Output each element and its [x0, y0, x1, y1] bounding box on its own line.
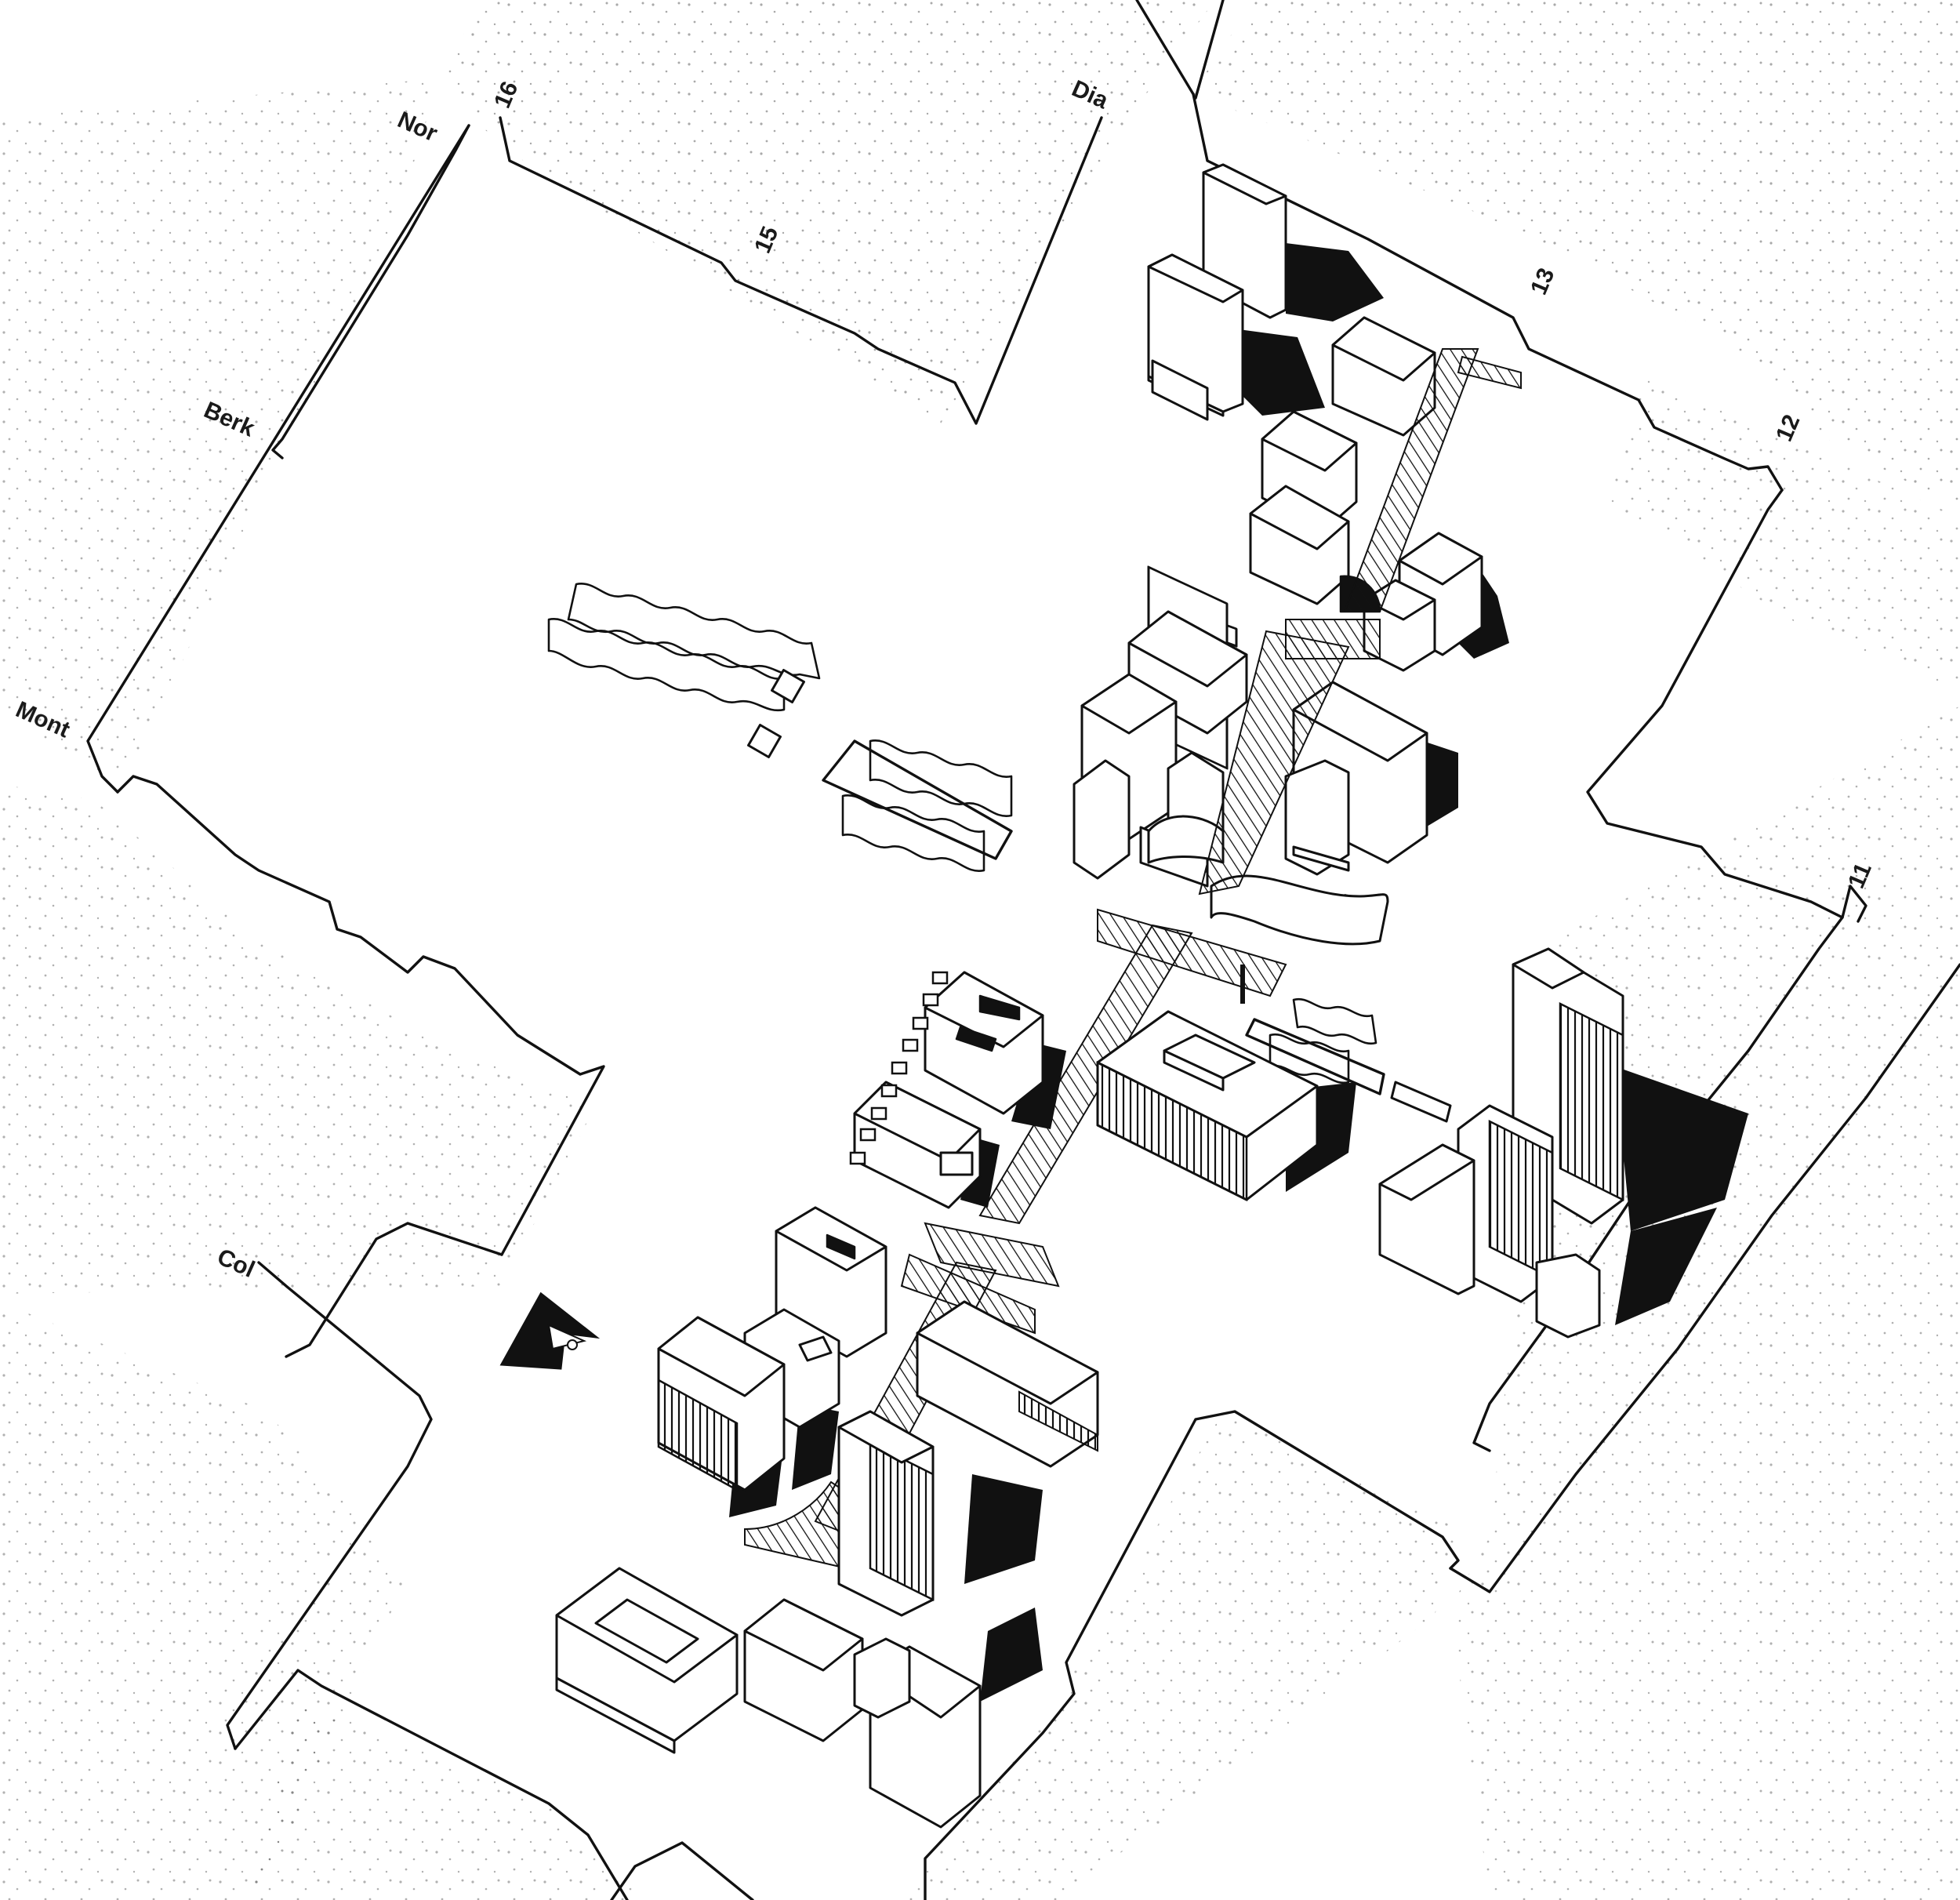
buildings-north-cluster: [1073, 163, 1509, 946]
pedestrian-spine: [744, 348, 1522, 1569]
tree-rows: [547, 583, 1385, 1095]
street-curbs: [86, 0, 1960, 1900]
buildings-center-cluster: [849, 947, 1748, 1339]
north-arrow-icon: [499, 1291, 601, 1370]
buildings-south-cluster: [555, 1206, 1099, 1829]
street-label-13: 13: [1526, 264, 1559, 299]
